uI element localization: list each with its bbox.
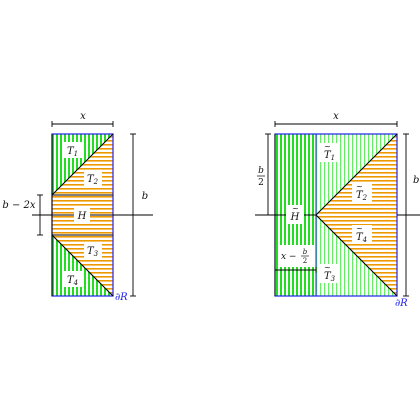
- right-T3-label: T3: [324, 271, 336, 283]
- right-T2-tilde: ~: [356, 182, 363, 191]
- left-T4-label-bg: [64, 271, 82, 287]
- right-H-tilde: ~: [292, 204, 299, 213]
- right-xminus-label: x − b 2: [281, 248, 309, 265]
- right-H-label: H: [290, 212, 300, 223]
- right-T4-label: T4: [356, 232, 367, 244]
- left-T3-label: T3: [87, 246, 99, 258]
- right-diagonal-bottom: [315, 214, 398, 297]
- svg-text:2: 2: [258, 178, 264, 188]
- right-T2-label: T2: [356, 190, 368, 202]
- right-T2-label-bg: [352, 183, 372, 202]
- left-diagonal-top: [51, 133, 114, 196]
- left-boundary-label: ∂R: [115, 292, 128, 303]
- right-T4-label-bg: [352, 225, 372, 244]
- left-x-label: x: [80, 111, 86, 122]
- left-diagonal-bottom: [51, 234, 114, 297]
- left-T2-label: T2: [87, 174, 99, 186]
- right-b-label: b: [413, 175, 419, 186]
- svg-text:b: b: [303, 248, 308, 256]
- right-T3-label-bg: [320, 264, 340, 283]
- left-b-label: b: [142, 191, 148, 202]
- right-boundary-label: ∂R: [395, 298, 408, 309]
- right-H-label-bg: [286, 205, 304, 224]
- left-T2-label-bg: [84, 170, 102, 186]
- right-x-label: x: [333, 111, 339, 122]
- left-T3-label-bg: [84, 242, 102, 258]
- right-T4-tilde: ~: [356, 224, 363, 233]
- right-xminus-label-bg: [278, 245, 314, 267]
- right-figure: x b 2 b x − b 2 T1 ~ T2 ~: [255, 111, 420, 309]
- right-T1-label: T1: [324, 150, 335, 162]
- right-T1-label-bg: [320, 143, 340, 162]
- left-T4-label: T4: [67, 275, 78, 287]
- right-T1-tilde: ~: [324, 142, 331, 151]
- left-T1-label-bg: [64, 142, 82, 158]
- svg-text:b: b: [258, 166, 264, 176]
- left-H-label-bg: [74, 207, 90, 223]
- left-T1-label: T1: [67, 146, 78, 158]
- right-bhalf-label: b 2: [257, 166, 265, 188]
- left-H-label: H: [77, 211, 87, 222]
- left-b2x-label: b − 2x: [2, 200, 36, 211]
- svg-text:2: 2: [303, 257, 307, 265]
- svg-text:x −: x −: [281, 252, 296, 262]
- left-figure: x b b − 2x T1 T2 H T3 T4 ∂R: [2, 111, 153, 303]
- right-T3-tilde: ~: [324, 263, 331, 272]
- right-diagonal-top: [315, 133, 398, 216]
